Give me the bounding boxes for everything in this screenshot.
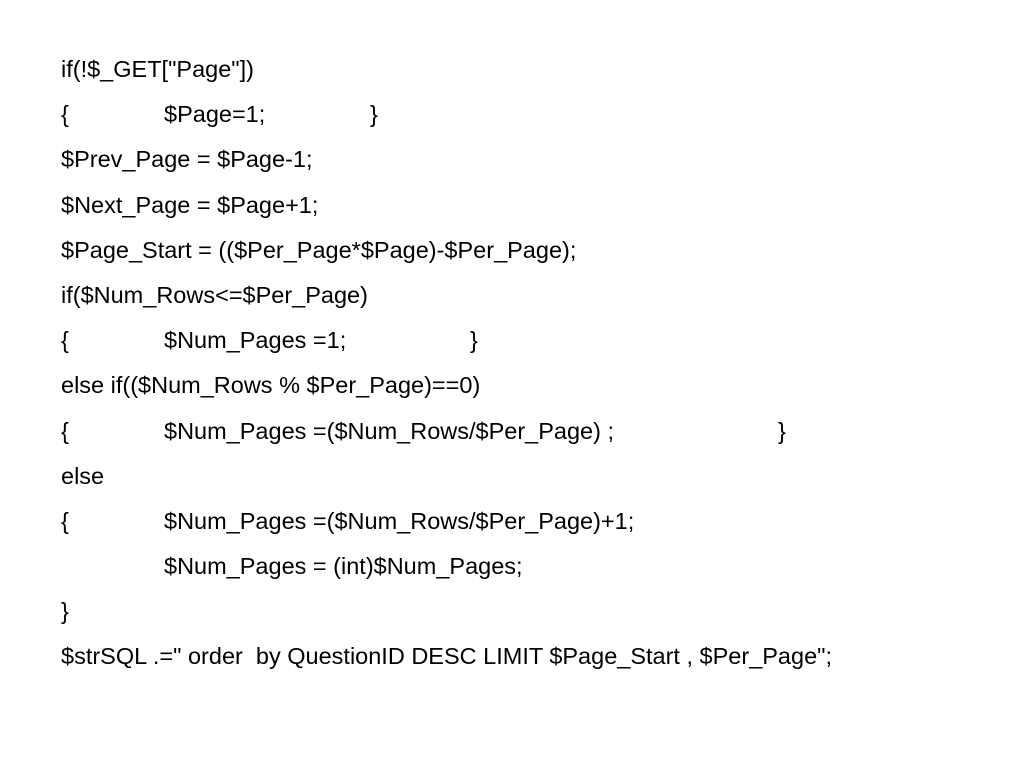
code-line: $Page_Start = (($Per_Page*$Page)-$Per_Pa…	[61, 228, 1001, 273]
code-line: }	[61, 589, 1001, 634]
code-text: {	[61, 507, 69, 534]
code-line: { $Num_Pages =1;}	[61, 318, 1001, 363]
code-text: {	[61, 101, 69, 128]
code-text: $Page_Start = (($Per_Page*$Page)-$Per_Pa…	[61, 236, 577, 263]
code-text: $strSQL .=" order by QuestionID DESC LIM…	[61, 643, 833, 670]
code-line: $Num_Pages = (int)$Num_Pages;	[61, 544, 1001, 589]
code-line: { $Page=1;}	[61, 92, 1001, 137]
code-text: {	[61, 327, 69, 354]
code-line: $Next_Page = $Page+1;	[61, 183, 1001, 228]
code-line: if($Num_Rows<=$Per_Page)	[61, 273, 1001, 318]
code-line: else if(($Num_Rows % $Per_Page)==0)	[61, 363, 1001, 408]
closing-brace: }	[470, 327, 478, 354]
code-line: $strSQL .=" order by QuestionID DESC LIM…	[61, 634, 1001, 679]
code-line: $Prev_Page = $Page-1;	[61, 137, 1001, 182]
closing-brace: }	[778, 417, 786, 444]
indented-code: $Num_Pages =1;	[164, 327, 347, 354]
indented-code: $Num_Pages = (int)$Num_Pages;	[164, 553, 523, 580]
closing-brace: }	[370, 101, 378, 128]
code-line: { $Num_Pages =($Num_Rows/$Per_Page) ;}	[61, 409, 1001, 454]
indented-code: $Num_Pages =($Num_Rows/$Per_Page)+1;	[164, 507, 635, 534]
indented-code: $Page=1;	[164, 101, 266, 128]
code-text: $Next_Page = $Page+1;	[61, 191, 319, 218]
code-text: if(!$_GET["Page"])	[61, 56, 255, 82]
code-text: if($Num_Rows<=$Per_Page)	[61, 281, 368, 308]
code-line: else	[61, 454, 1001, 499]
code-text: {	[61, 417, 69, 444]
code-text: else	[61, 462, 105, 489]
code-line: { $Num_Pages =($Num_Rows/$Per_Page)+1;	[61, 499, 1001, 544]
code-line: if(!$_GET["Page"])	[61, 47, 1001, 92]
code-block: if(!$_GET["Page"]) { $Page=1;} $Prev_Page =…	[61, 47, 1001, 680]
code-text: $Prev_Page = $Page-1;	[61, 146, 313, 173]
code-text: }	[61, 598, 69, 625]
indented-code: $Num_Pages =($Num_Rows/$Per_Page) ;	[164, 417, 614, 444]
code-text: else if(($Num_Rows % $Per_Page)==0)	[61, 372, 481, 399]
